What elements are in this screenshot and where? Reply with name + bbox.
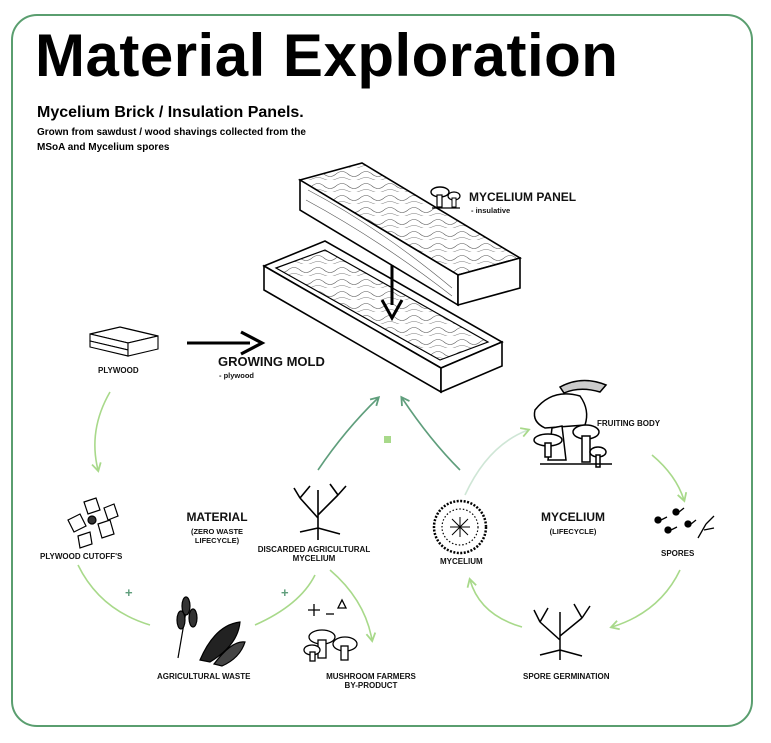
mushroom-cluster-icon <box>303 598 358 662</box>
agri-to-discarded-arrow <box>254 574 316 626</box>
plywood-label: PLYWOOD <box>98 366 139 375</box>
mycelium-lifecycle-sub: (LIFECYCLE) <box>549 527 597 536</box>
plus-marker-right: + <box>281 585 289 600</box>
agricultural-waste-label: AGRICULTURAL WASTE <box>157 672 251 681</box>
growing-mold-note: - plywood <box>219 371 254 380</box>
mycelium-ball-icon <box>432 499 488 555</box>
spore-germination-icon <box>533 603 591 660</box>
plywood-to-cutoffs-arrow <box>91 391 111 473</box>
mushroom-farmers-label: MUSHROOM FARMERS BY-PRODUCT <box>314 672 428 690</box>
material-sub-2: LIFECYCLE) <box>194 536 240 545</box>
material-lifecycle-sub: (ZERO WASTE LIFECYCLE) <box>172 527 262 545</box>
page-subtitle: Mycelium Brick / Insulation Panels. <box>37 104 304 121</box>
description-line-2: MSoA and Mycelium spores <box>37 141 170 153</box>
spore-germination-label: SPORE GERMINATION <box>523 672 610 681</box>
spores-label: SPORES <box>661 549 695 558</box>
wheat-corn-icon <box>176 596 246 667</box>
discarded-to-farmers-arrow <box>329 569 377 643</box>
mycelium-to-fruiting-arrow <box>464 427 531 496</box>
page-frame <box>11 14 753 727</box>
plywood-cutoffs-label: PLYWOOD CUTOFF'S <box>40 552 123 561</box>
page-title: Material Exploration <box>35 22 619 89</box>
growing-mold-label: GROWING MOLD <box>218 354 325 369</box>
fruiting-to-spores-arrow <box>651 454 688 503</box>
mycelium-panel-illustration <box>297 162 523 307</box>
mycelium-to-mold-arrow <box>400 395 461 471</box>
mushroom-icon <box>430 186 461 209</box>
plywood-stack-icon <box>89 326 159 357</box>
mushroom-line-1: MUSHROOM FARMERS <box>326 672 416 681</box>
cutoffs-to-agri-arrow <box>77 564 151 626</box>
material-lifecycle-title: MATERIAL <box>186 510 248 524</box>
fruiting-body-label: FRUITING BODY <box>597 419 661 428</box>
mushroom-line-2: BY-PRODUCT <box>344 681 398 690</box>
mycelium-panel-note: - insulative <box>471 206 511 215</box>
plus-marker-center <box>384 436 391 443</box>
description-line-1: Grown from sawdust / wood shavings colle… <box>37 127 306 138</box>
spores-to-germination-arrow <box>609 569 681 631</box>
material-to-mold-arrow <box>317 395 381 471</box>
material-sub-1: (ZERO WASTE <box>190 527 244 536</box>
mycelium-lifecycle-title: MYCELIUM <box>541 510 605 524</box>
fruiting-body-illustration <box>533 379 612 468</box>
plus-marker-left: + <box>125 585 133 600</box>
germination-to-mycelium-arrow <box>466 577 523 628</box>
mycelium-label: MYCELIUM <box>440 557 483 566</box>
discarded-line-2: MYCELIUM <box>292 554 336 563</box>
discarded-line-1: DISCARDED AGRICULTURAL <box>257 545 371 554</box>
wood-scraps-icon <box>67 497 119 549</box>
page-description: Grown from sawdust / wood shavings colle… <box>37 126 367 155</box>
spores-icon <box>654 507 715 539</box>
discarded-agricultural-label: DISCARDED AGRICULTURAL MYCELIUM <box>250 545 378 563</box>
branching-mycelium-icon <box>293 483 347 540</box>
mycelium-panel-label: MYCELIUM PANEL <box>469 190 577 204</box>
